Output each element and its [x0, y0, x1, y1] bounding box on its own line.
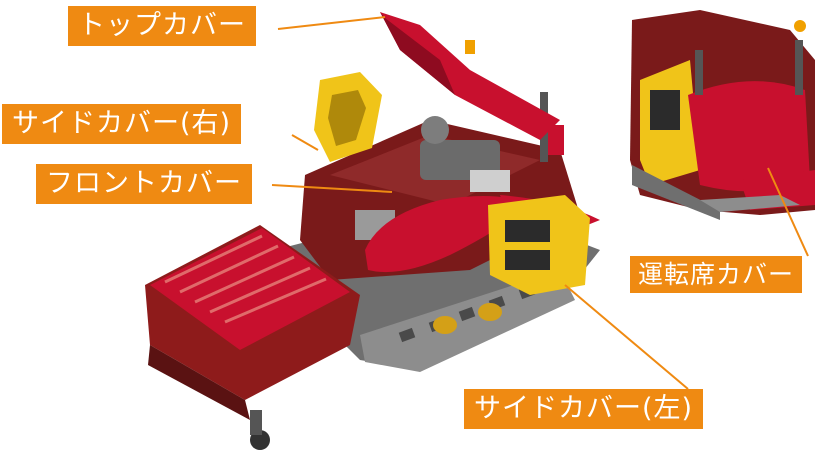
leader-lines	[271, 16, 809, 390]
callout-front-cover: フロントカバー	[36, 164, 252, 204]
mower-machine	[145, 12, 600, 450]
seat-cover-part	[688, 81, 810, 192]
top-cover-part	[380, 12, 560, 140]
side-cover-left-part	[488, 195, 590, 295]
inset-seat-view	[630, 10, 815, 220]
callout-side-cover-left: サイドカバー(左)	[464, 389, 704, 429]
callout-seat-cover: 運転席カバー	[630, 256, 803, 293]
mower-deck	[145, 225, 360, 450]
callout-top-cover: トップカバー	[68, 6, 256, 46]
callout-side-cover-right: サイドカバー(右)	[2, 104, 242, 144]
